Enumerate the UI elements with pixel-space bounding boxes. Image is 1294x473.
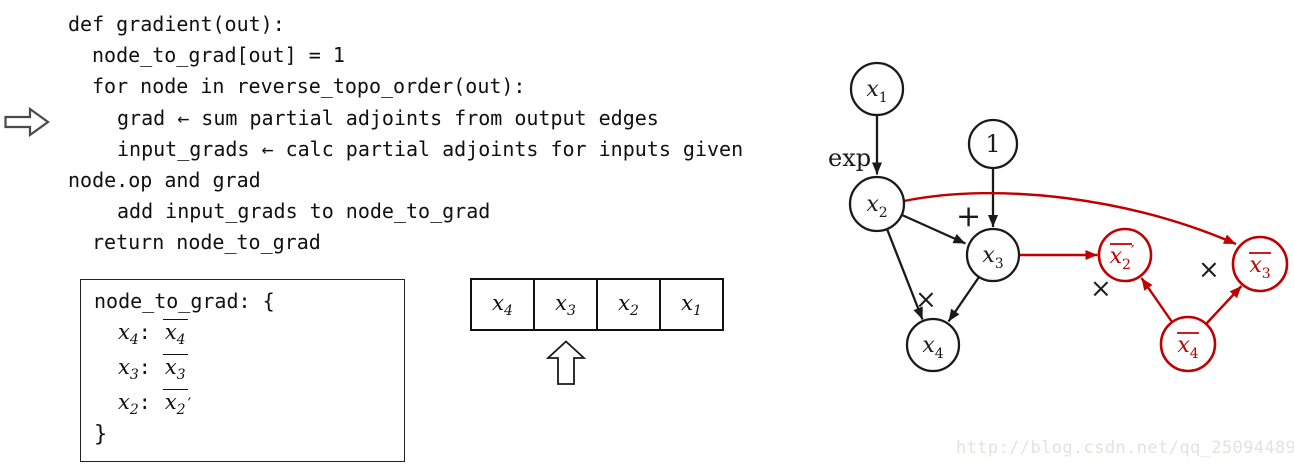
- node-x2: [848, 175, 906, 233]
- node-x2-label: x2: [866, 192, 887, 221]
- value-base: x: [164, 320, 177, 344]
- key-sub: 4: [129, 332, 139, 348]
- node-x2-adjoint: [1097, 227, 1153, 283]
- value-base: x: [164, 355, 177, 379]
- edge-x4adjoint-x2adjoint: [1140, 277, 1173, 323]
- cell-base: x: [492, 290, 504, 315]
- value-base: x: [164, 390, 177, 414]
- node-x3-adjoint-label: x3: [1249, 253, 1270, 282]
- node-one-label: 1: [985, 130, 1000, 158]
- code-line-def: def gradient(out):: [68, 12, 285, 36]
- separator: :: [138, 320, 151, 344]
- code-line-input-grads: input_grads ← calc partial adjoints for …: [117, 137, 744, 161]
- key-base: x: [118, 390, 130, 414]
- cell-base: x: [555, 290, 567, 315]
- adjoint-value: x3: [162, 354, 188, 383]
- key-sub: 3: [129, 367, 139, 383]
- code-line-init: node_to_grad[out] = 1: [92, 43, 345, 67]
- edge-x2-x3: [901, 213, 966, 245]
- edge-x2-x3adjoint: [903, 191, 1237, 246]
- grad-entry-x3: x3:x3: [81, 350, 404, 385]
- op-label-plus: +: [956, 199, 981, 234]
- cell-base: x: [618, 290, 630, 315]
- array-cell-x4: x4: [472, 280, 535, 329]
- node-x1-label: x1: [866, 77, 887, 106]
- value-sub: 4: [176, 332, 186, 348]
- edge-x3-x4: [947, 276, 980, 323]
- grad-entry-x2: x2:x2′: [81, 385, 404, 420]
- key-base: x: [118, 355, 130, 379]
- code-line-for: for node in reverse_topo_order(out):: [92, 74, 526, 98]
- adjoint-value: x4: [162, 319, 188, 348]
- grad-box-title: node_to_grad: {: [94, 289, 275, 313]
- cell-sub: 2: [629, 302, 639, 319]
- node-one: [967, 118, 1019, 170]
- adjoint-value: x2: [162, 389, 188, 418]
- current-line-pointer-icon: [4, 106, 50, 138]
- node-to-grad-box: node_to_grad: { x4:x4 x3:x3 x2:x2′ }: [80, 279, 405, 462]
- edge-x4adjoint-x3adjoint: [1205, 285, 1243, 325]
- edge-x2-x4: [885, 228, 924, 320]
- node-x2-adjoint-label: x2′: [1110, 242, 1135, 273]
- op-label-times-backward-left: ×: [1090, 274, 1112, 304]
- node-x3-adjoint: [1231, 235, 1289, 293]
- code-line-return: return node_to_grad: [92, 230, 321, 254]
- op-label-times-forward: ×: [915, 285, 937, 315]
- cell-base: x: [681, 290, 693, 315]
- node-x4-adjoint-label: x4: [1177, 333, 1198, 362]
- separator: :: [138, 355, 151, 379]
- code-line-add: add input_grads to node_to_grad: [117, 199, 491, 223]
- code-line-grad: grad ← sum partial adjoints from output …: [117, 106, 659, 130]
- array-cell-x3: x3: [535, 280, 598, 329]
- node-x4-label: x4: [922, 333, 943, 362]
- grad-box-closing-brace: }: [94, 422, 108, 447]
- computation-graph: x1 1 x2 x3 x4 x2′ x3 x4 exp + × × ×: [828, 61, 1289, 373]
- grad-entry-x4: x4:x4: [81, 315, 404, 350]
- code-line-wrap: node.op and grad: [68, 168, 261, 192]
- node-x3: [965, 227, 1021, 283]
- cell-sub: 1: [692, 302, 702, 319]
- value-sub: 3: [176, 367, 186, 383]
- array-cell-x2: x2: [598, 280, 661, 329]
- value-sub: 2: [176, 402, 186, 418]
- cell-sub: 4: [503, 302, 513, 319]
- cell-sub: 3: [566, 302, 576, 319]
- value-prime: ′: [187, 394, 192, 413]
- key-sub: 2: [129, 402, 139, 418]
- key-base: x: [118, 320, 130, 344]
- watermark-url: http://blog.csdn.net/qq_25094489: [956, 438, 1294, 458]
- op-label-exp: exp: [828, 144, 871, 172]
- array-cursor-up-arrow-icon: [546, 340, 586, 385]
- topo-order-array: x4 x3 x2 x1: [470, 278, 724, 331]
- node-x3-label: x3: [982, 243, 1003, 272]
- op-label-times-backward-right: ×: [1198, 255, 1220, 285]
- node-x4-adjoint: [1159, 315, 1217, 373]
- node-x1: [849, 61, 905, 117]
- node-x4: [905, 317, 961, 373]
- separator: :: [138, 390, 151, 414]
- array-cell-x1: x1: [661, 280, 722, 329]
